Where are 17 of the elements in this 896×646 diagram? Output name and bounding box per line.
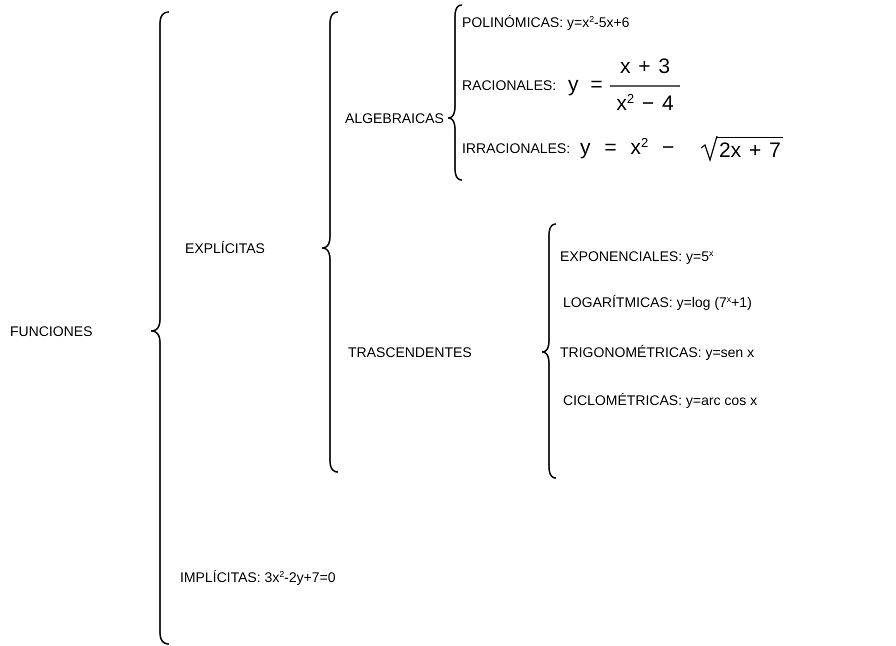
category-label: IMPLÍCITAS: 3x$^{2}$-2y+7=0 [180, 568, 336, 586]
category-label: CICLOMÉTRICAS: y=arc cos x [563, 392, 758, 408]
category-label: EXPONENCIALES: y=5$^{x}$ [560, 248, 714, 264]
category-label: FUNCIONES [10, 322, 92, 340]
category-label: RACIONALES: [462, 76, 556, 94]
formula-text: y = [568, 72, 603, 98]
category-label: ALGEBRAICAS [345, 110, 444, 126]
category-label: IRRACIONALES: [462, 140, 570, 156]
formula-text: x + 3 [620, 54, 670, 80]
category-label: TRIGONOMÉTRICAS: y=sen x [560, 344, 754, 360]
category-label: EXPLÍCITAS [185, 240, 265, 256]
category-label: POLINÓMICAS: y=x$^{2}$-5x+6 [462, 14, 630, 30]
category-label: LOGARÍTMICAS: y=log (7$^{x}$+1) [563, 294, 752, 310]
category-label: TRASCENDENTES [348, 344, 472, 360]
formula-text: x$^{2}$ − 4 [616, 92, 674, 116]
formula-text: 2x + 7 [717, 136, 783, 164]
formula-text: y = x$^{2}$ − [580, 136, 674, 160]
